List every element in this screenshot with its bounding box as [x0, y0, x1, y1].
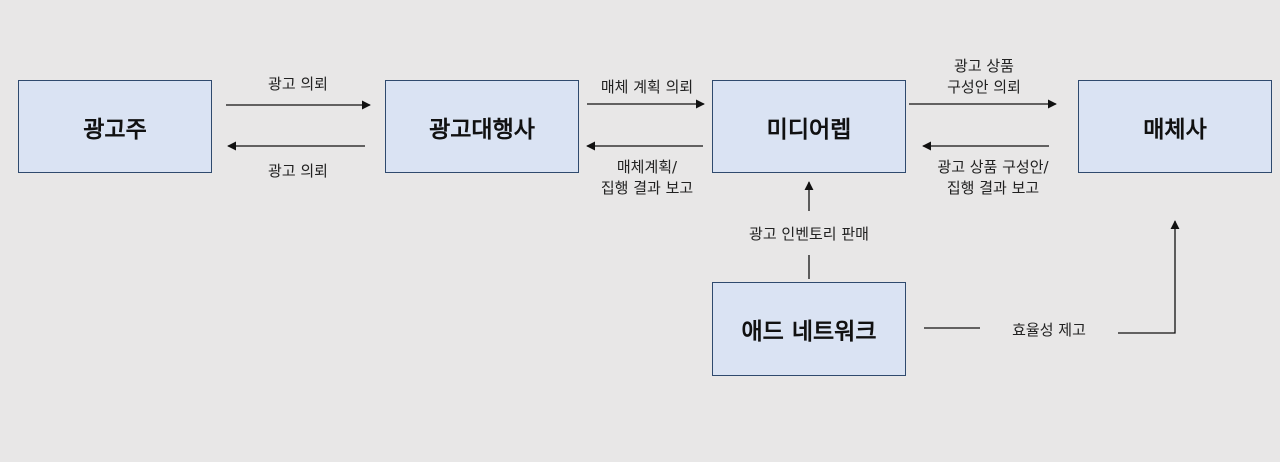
arrow-network-to-media [1118, 220, 1180, 334]
node-agency: 광고대행사 [385, 80, 579, 173]
node-media-company: 매체사 [1078, 80, 1272, 173]
label-network-to-media: 효율성 제고 [1012, 321, 1086, 339]
label-rep-to-agency-line1: 매체계획/ [616, 158, 678, 176]
label-agency-to-advertiser: 광고 의뢰 [268, 162, 328, 180]
label-rep-to-agency-line2: 집행 결과 보고 [600, 179, 694, 197]
node-ad-network: 애드 네트워크 [712, 282, 906, 376]
label-media-to-rep-line2: 집행 결과 보고 [946, 179, 1040, 197]
label-rep-to-media-line2: 구성안 의뢰 [947, 78, 1021, 96]
node-advertiser: 광고주 [18, 80, 212, 173]
label-rep-to-media-line1: 광고 상품 [954, 57, 1014, 75]
label-agency-to-rep: 매체 계획 의뢰 [600, 78, 694, 96]
node-media-rep: 미디어렙 [712, 80, 906, 173]
label-network-to-rep: 광고 인벤토리 판매 [749, 225, 869, 243]
label-media-to-rep-line1: 광고 상품 구성안/ [937, 158, 1049, 176]
label-advertiser-to-agency: 광고 의뢰 [268, 75, 328, 93]
